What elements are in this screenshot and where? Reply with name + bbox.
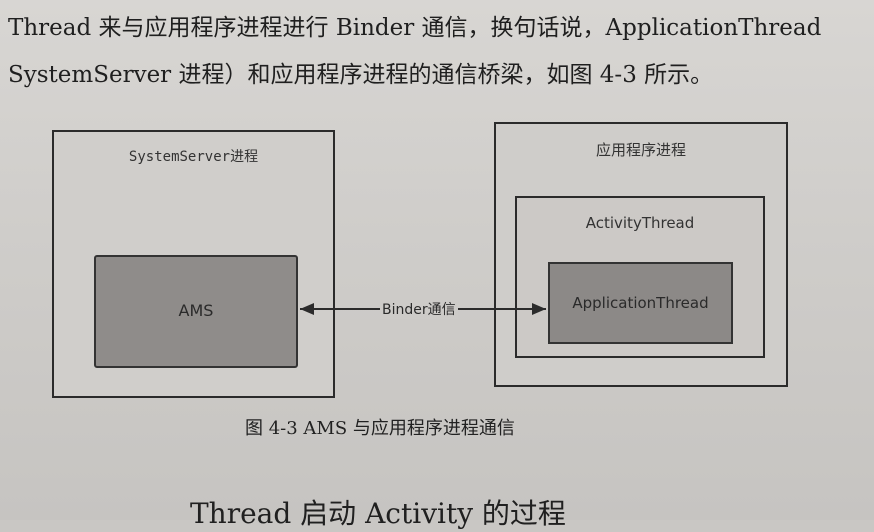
section-heading-partial: Thread 启动 Activity 的过程 (190, 497, 566, 530)
figure-caption: 图 4-3 AMS 与应用程序进程通信 (245, 418, 515, 439)
activity-thread-label: ActivityThread (585, 214, 695, 232)
application-thread-label: ApplicationThread (572, 294, 709, 312)
binder-double-arrow (300, 303, 546, 315)
ams-box: AMS (94, 255, 298, 368)
binder-communication-label: Binder通信 (380, 299, 458, 319)
body-text-line-1: Thread 来与应用程序进程进行 Binder 通信，换句话说，Applica… (8, 15, 822, 41)
ams-label: AMS (178, 301, 214, 320)
app-process-label: 应用程序进程 (595, 141, 686, 159)
systemserver-process-label: SystemServer进程 (128, 149, 259, 165)
application-thread-box: ApplicationThread (548, 262, 733, 344)
body-text-line-2: SystemServer 进程）和应用程序进程的通信桥梁，如图 4-3 所示。 (8, 62, 714, 88)
